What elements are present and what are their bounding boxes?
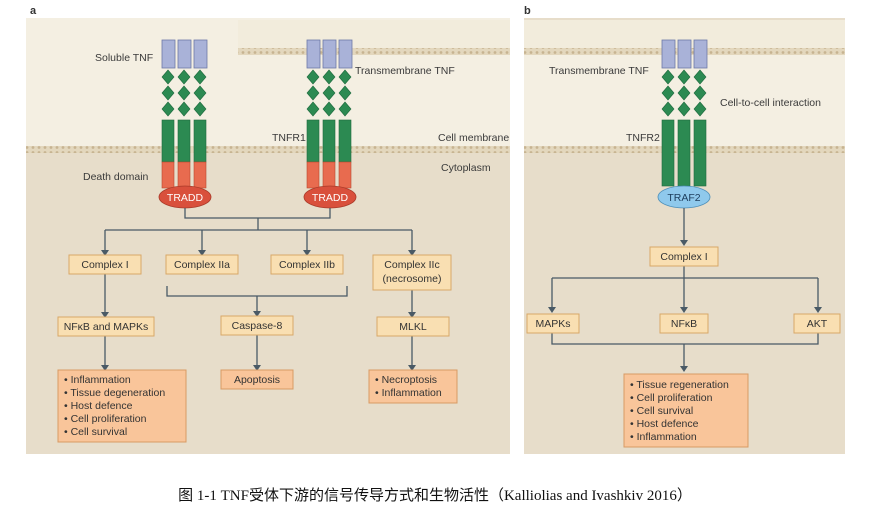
complex-iic-box	[372, 254, 452, 291]
transmembrane-tnf-ligand-a	[306, 39, 353, 69]
cytoplasm-label: Cytoplasm	[441, 162, 491, 174]
complex-iic-label-1: Complex IIc	[384, 259, 439, 271]
traf2-label: TRAF2	[667, 192, 700, 204]
panel-a: a TRADD	[26, 5, 510, 454]
outcome-left-3: • Host defence	[64, 400, 133, 412]
apoptosis-box	[220, 369, 294, 390]
nfkb-mapks-box	[57, 316, 155, 337]
panel-b: b TRAF2 Transmembrane TNF Cell-to-cell i…	[524, 5, 845, 454]
caspase8-label: Caspase-8	[232, 320, 283, 332]
panel-a-connectors	[104, 208, 413, 367]
complex-iib-label: Complex IIb	[279, 259, 335, 271]
mapks-label: MAPKs	[535, 318, 570, 330]
complex-iib-box	[270, 254, 344, 275]
panel-b-arrowheads	[548, 240, 822, 372]
outcome-left-2: • Tissue degeneration	[64, 387, 165, 399]
figure-caption: 图 1-1 TNF受体下游的信号传导方式和生物活性（Kalliolias and…	[178, 488, 692, 504]
complex-i-label-b: Complex I	[660, 251, 707, 263]
complex-i-box-b	[649, 246, 719, 267]
complex-i-box-a	[68, 254, 142, 275]
nfkb-box	[659, 313, 709, 334]
death-domain-left	[161, 161, 207, 189]
outcome-b-1: • Tissue regeneration	[630, 379, 729, 391]
panel-a-cell-membrane	[26, 146, 510, 153]
soluble-tnf-label: Soluble TNF	[95, 52, 153, 64]
tnfr2-label: TNFR2	[626, 132, 660, 144]
panel-a-letter: a	[30, 5, 37, 17]
outcome-b-4: • Host defence	[630, 418, 699, 430]
outcome-left-5: • Cell survival	[64, 426, 127, 438]
outcome-b-3: • Cell survival	[630, 405, 693, 417]
outcomes-right-box	[368, 369, 458, 404]
outcome-left-1: • Inflammation	[64, 374, 131, 386]
outcome-right-1: • Necroptosis	[375, 374, 437, 386]
transmembrane-tnf-ligand-b	[661, 39, 708, 69]
akt-label: AKT	[807, 318, 828, 330]
cell-membrane-label: Cell membrane	[438, 132, 509, 144]
mapks-box	[526, 313, 580, 334]
nfkb-label: NFκB	[671, 318, 697, 330]
tradd-right-label: TRADD	[312, 192, 349, 204]
complex-i-label-a: Complex I	[81, 259, 128, 271]
tradd-left-label: TRADD	[167, 192, 204, 204]
akt-box	[793, 313, 841, 334]
nfkb-mapks-label: NFκB and MAPKs	[64, 321, 149, 333]
transmembrane-tnf-label-b: Transmembrane TNF	[549, 65, 649, 77]
mlkl-label: MLKL	[399, 321, 427, 333]
panel-b-connectors	[551, 208, 819, 368]
panel-a-arrowheads	[101, 250, 416, 371]
neighbor-cell-membrane	[238, 48, 510, 55]
mlkl-box	[376, 316, 450, 337]
transmembrane-tnf-label-a: Transmembrane TNF	[355, 65, 455, 77]
complex-iic-label-2: (necrosome)	[383, 273, 442, 285]
tnfr1-label: TNFR1	[272, 132, 306, 144]
outcome-right-2: • Inflammation	[375, 387, 442, 399]
outcomes-left-box	[57, 369, 187, 443]
outcome-b-2: • Cell proliferation	[630, 392, 713, 404]
death-domain-right	[306, 161, 352, 189]
outcome-b-5: • Inflammation	[630, 431, 697, 443]
cell-to-cell-label: Cell-to-cell interaction	[720, 97, 821, 109]
tnfr1-right-receptor	[306, 69, 352, 189]
complex-iia-box	[165, 254, 239, 275]
tnfr2-receptor	[661, 69, 707, 187]
tnfr1-left-receptor	[161, 69, 207, 189]
caspase8-box	[220, 315, 294, 336]
death-domain-label: Death domain	[83, 171, 149, 183]
complex-iia-label: Complex IIa	[174, 259, 230, 271]
outcome-left-4: • Cell proliferation	[64, 413, 147, 425]
panel-b-letter: b	[524, 5, 531, 17]
soluble-tnf-ligand	[161, 39, 208, 69]
outcomes-b-box	[623, 373, 749, 448]
apoptosis-label: Apoptosis	[234, 374, 280, 386]
